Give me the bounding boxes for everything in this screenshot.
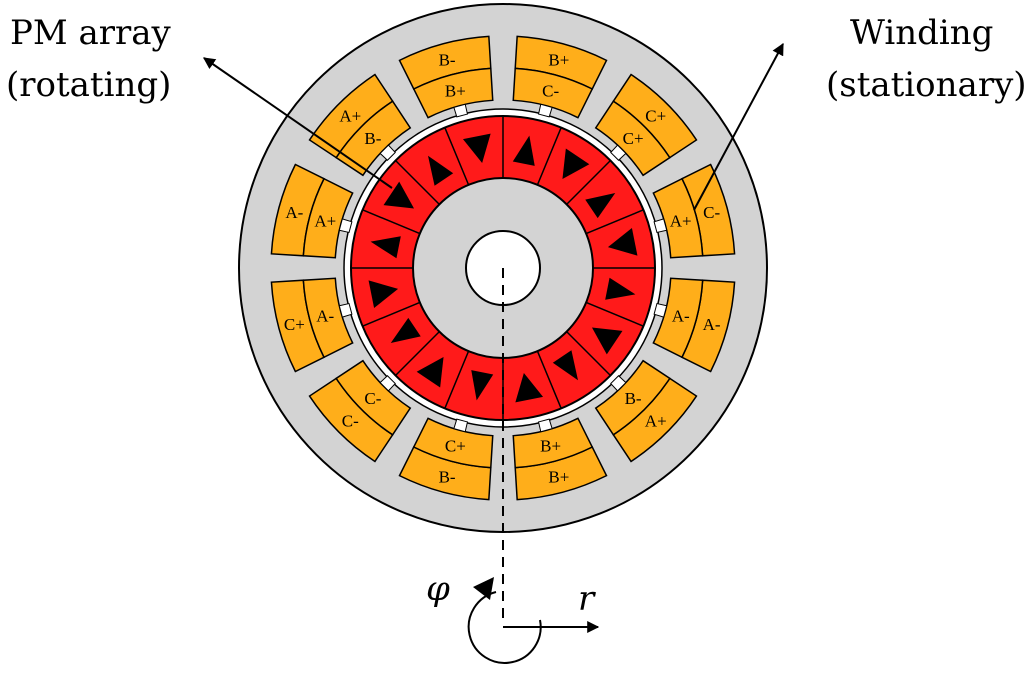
magnetization-arrow-icon	[383, 181, 415, 209]
magnet-boundary	[566, 331, 612, 377]
stator-slots: B+C-C+C+C-A+A-A-A+B-B+B+B-C+C-C-C+A-A-A+…	[270, 35, 736, 501]
r-symbol: r	[578, 579, 596, 619]
coil-phase-label: A-	[316, 307, 334, 326]
slot-opening	[653, 218, 668, 234]
magnetization-arrow-icon	[416, 356, 444, 388]
pm-array-label: PM array	[10, 13, 172, 53]
slot-opening	[338, 302, 353, 318]
coil-phase-label: B-	[439, 50, 456, 69]
coil-phase-label: A-	[672, 307, 690, 326]
slot-opening	[379, 375, 396, 392]
slot-opening	[379, 144, 396, 161]
magnetization-arrow-icon	[607, 227, 638, 256]
coil-phase-label: C-	[542, 81, 559, 100]
magnetization-arrow-icon	[390, 317, 421, 344]
coil-phase-label: B+	[548, 50, 569, 69]
coil-phase-label: B+	[548, 468, 569, 487]
magnetization-arrow-icon	[591, 327, 623, 355]
magnetization-arrow-icon	[552, 350, 579, 381]
coil-phase-label: A+	[314, 211, 336, 230]
coil-phase-label: A-	[285, 203, 303, 222]
slot-opening	[653, 302, 668, 318]
coil-inner-layer	[594, 359, 671, 436]
slot-opening	[610, 375, 627, 392]
magnetization-arrow-icon	[368, 280, 399, 309]
magnetization-arrow-icon	[515, 372, 544, 403]
magnetization-arrow-icon	[471, 370, 494, 401]
coil-phase-label: C-	[703, 203, 720, 222]
coil-inner-layer	[652, 277, 704, 359]
magnetization-arrow-icon	[605, 277, 636, 300]
magnet-boundary	[585, 301, 644, 327]
coil-phase-label: C-	[342, 412, 359, 431]
magnetization-arrow-icon	[562, 148, 590, 180]
magnetization-arrow-icon	[512, 135, 535, 166]
coil-phase-label: C+	[445, 437, 466, 456]
slot-opening	[453, 418, 469, 433]
magnet-boundary	[394, 331, 440, 377]
magnet-boundary	[585, 209, 644, 235]
winding-sublabel: (stationary)	[826, 65, 1024, 105]
phi-arrowhead-icon	[473, 577, 494, 600]
coil-inner-layer	[412, 417, 494, 469]
coil-phase-label: C+	[623, 129, 644, 148]
coil-inner-layer	[652, 177, 704, 259]
coil-phase-label: A+	[645, 412, 667, 431]
slot-opening	[610, 144, 627, 161]
magnet-boundary	[444, 350, 470, 409]
slot-opening	[453, 103, 469, 118]
coil-phase-label: B-	[439, 468, 456, 487]
coil-phase-label: B-	[364, 129, 381, 148]
coil-phase-label: A-	[703, 315, 721, 334]
magnetization-arrow-icon	[585, 192, 616, 219]
coil-inner-layer	[302, 277, 354, 359]
magnet-boundary	[536, 350, 562, 409]
coil-inner-layer	[302, 177, 354, 259]
coil-inner-layer	[335, 359, 412, 436]
pm-array-sublabel: (rotating)	[6, 65, 171, 105]
slot-opening	[537, 103, 553, 118]
coil-phase-label: B+	[540, 437, 561, 456]
magnet-boundary	[444, 127, 470, 186]
coil-phase-label: B+	[445, 81, 466, 100]
magnetization-arrow-icon	[370, 236, 401, 259]
coil-inner-layer	[594, 100, 671, 177]
winding-leader-arrow	[693, 42, 784, 211]
phi-symbol: φ	[426, 569, 450, 609]
magnet-boundary	[566, 159, 612, 205]
magnet-boundary	[362, 301, 421, 327]
coil-inner-layer	[335, 100, 412, 177]
magnet-boundary	[394, 159, 440, 205]
magnetization-arrow-icon	[427, 155, 454, 186]
magnetization-arrow-icon	[462, 133, 491, 164]
phi-rotation-arc-icon	[467, 591, 542, 664]
tooth-tips	[338, 103, 668, 433]
coil-inner-layer	[512, 67, 594, 119]
coil-phase-label: B-	[625, 389, 642, 408]
winding-label: Winding	[850, 13, 993, 53]
pm-array	[351, 116, 655, 420]
coil-phase-label: A+	[670, 211, 692, 230]
coil-inner-layer	[512, 417, 594, 469]
coil-phase-label: C+	[284, 315, 305, 334]
slot-opening	[537, 418, 553, 433]
coil-phase-label: A+	[339, 106, 361, 125]
coil-phase-label: C+	[645, 106, 666, 125]
coil-inner-layer	[412, 67, 494, 119]
pm-array-leader-arrow	[203, 57, 393, 189]
magnet-boundary	[536, 127, 562, 186]
slot-opening	[338, 218, 353, 234]
magnet-boundary	[362, 209, 421, 235]
coil-phase-label: C-	[364, 389, 381, 408]
